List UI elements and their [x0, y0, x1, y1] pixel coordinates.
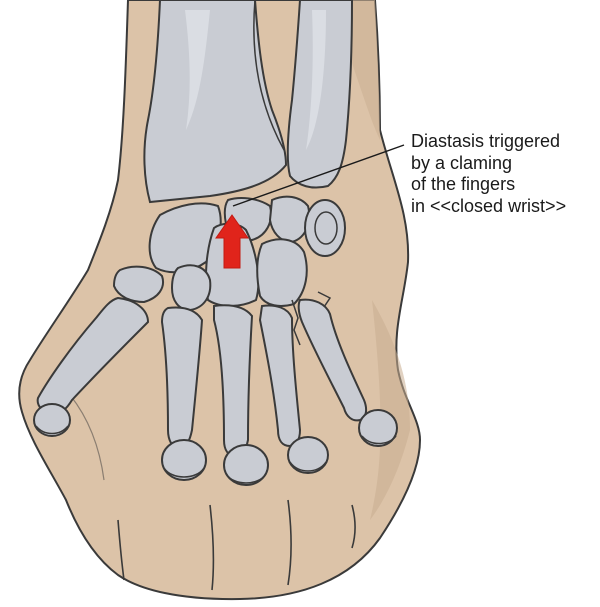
- metacarpal-2-head: [162, 440, 206, 480]
- annotation-line-3: of the fingers: [411, 174, 599, 196]
- trapezoid-bone: [172, 265, 210, 310]
- metacarpal-1-head: [34, 404, 70, 436]
- diastasis-annotation: Diastasis triggered by a claming of the …: [411, 131, 599, 217]
- annotation-line-1: Diastasis triggered: [411, 131, 599, 153]
- pisiform-bone: [305, 200, 345, 256]
- triquetrum-bone: [270, 197, 309, 242]
- metacarpal-4-head: [288, 437, 328, 473]
- hamate-bone: [257, 239, 307, 306]
- annotation-line-4: in <<closed wrist>>: [411, 196, 599, 218]
- annotation-line-2: by a claming: [411, 153, 599, 175]
